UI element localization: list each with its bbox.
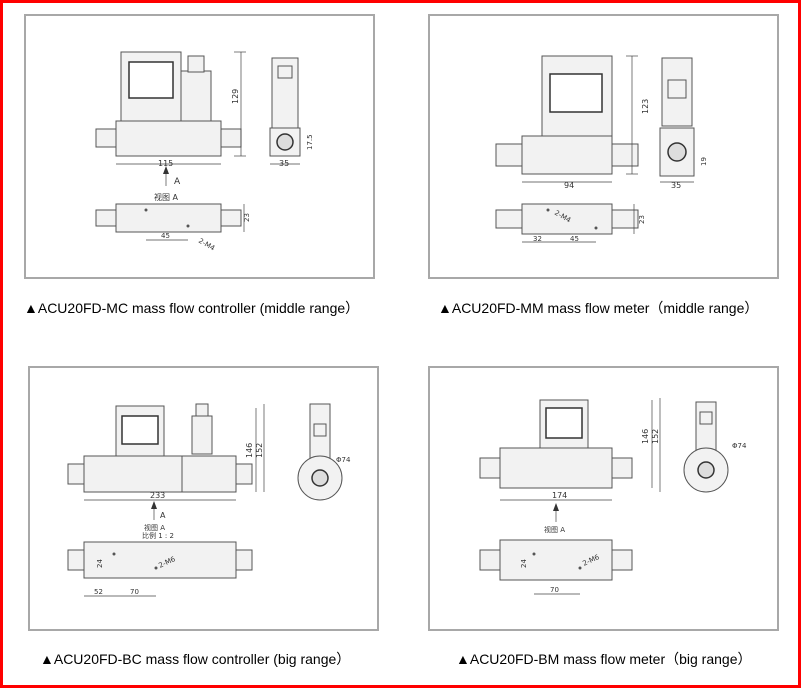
- dim-width: 115: [158, 159, 173, 168]
- side-view-top: [695, 401, 717, 455]
- display-screen: [549, 73, 603, 113]
- outlet-fitting: [611, 143, 639, 167]
- caption-mc: ▲ACU20FD-MC mass flow controller (middle…: [24, 300, 360, 316]
- side-view-port: [667, 142, 687, 162]
- dim-thread: 2-M4: [197, 237, 217, 253]
- outlet-fitting: [235, 463, 253, 485]
- view-label: 视图 A: [544, 525, 565, 534]
- outlet-fitting: [220, 128, 242, 148]
- bottom-inlet-fitting: [479, 549, 501, 571]
- valve-cap: [195, 403, 209, 417]
- caption-mm: ▲ACU20FD-MM mass flow meter（middle range…: [438, 300, 759, 316]
- dim-hole-spacing: 70: [130, 588, 139, 596]
- caption-bm: ▲ACU20FD-BM mass flow meter（big range）: [456, 651, 752, 667]
- side-view-connector: [277, 65, 293, 79]
- side-view-connector: [699, 411, 713, 425]
- view-label: 视图 A: [154, 192, 179, 202]
- dim-width: 94: [564, 181, 574, 190]
- dim-height-a: 146: [245, 443, 254, 458]
- valve-cap: [187, 55, 205, 73]
- view-mark-a: A: [160, 511, 166, 520]
- dim-hole-spacing: 70: [550, 586, 559, 594]
- main-block: [83, 455, 237, 493]
- inlet-fitting: [95, 128, 117, 148]
- dim-side-small: 17.5: [306, 134, 314, 150]
- dim-height: 129: [231, 89, 240, 104]
- main-block: [499, 447, 613, 489]
- dim-hole-spacing: 45: [570, 235, 579, 243]
- dim-diameter: Φ74: [732, 442, 747, 450]
- drawing-panel-bm: 146 152 174 视图 A Φ74 24 2-M6 70: [428, 366, 779, 631]
- dim-bottom-height: 24: [520, 559, 528, 568]
- outlet-fitting: [611, 457, 633, 479]
- view-label: 视图 A: [144, 523, 165, 532]
- dim-width: 233: [150, 491, 165, 500]
- side-view-port: [697, 461, 715, 479]
- dim-hole-offset: 32: [533, 235, 542, 243]
- drawing-panel-bc: 146 152 233 A 视图 A 比例 1 : 2 Φ74 24 2-M6 …: [28, 366, 379, 631]
- bottom-outlet-fitting: [220, 209, 242, 227]
- dim-side-small: 19: [700, 157, 708, 166]
- bottom-outlet-fitting: [611, 209, 639, 229]
- display-screen: [121, 415, 159, 445]
- dim-bottom-height: 23: [638, 215, 646, 224]
- inlet-fitting: [67, 463, 85, 485]
- dim-side-width: 35: [671, 181, 681, 190]
- main-block: [521, 135, 613, 175]
- bottom-inlet-fitting: [495, 209, 523, 229]
- dim-height: 123: [641, 99, 650, 114]
- display-screen: [128, 61, 174, 99]
- bottom-inlet-fitting: [67, 549, 85, 571]
- side-view-connector: [313, 423, 327, 437]
- inlet-fitting: [495, 143, 523, 167]
- bottom-outlet-fitting: [235, 549, 253, 571]
- inlet-fitting: [479, 457, 501, 479]
- drawing-mm: 123 94 35 19 2-M4 23 32 45: [495, 55, 708, 243]
- valve-body: [180, 70, 212, 122]
- drawing-panel-mc: 129 115 A 视图 A 35 17.5 23 45 2-M4: [24, 14, 375, 279]
- dim-width: 174: [552, 491, 567, 500]
- drawing-bc: 146 152 233 A 视图 A 比例 1 : 2 Φ74 24 2-M6 …: [67, 403, 351, 597]
- main-block: [115, 120, 222, 157]
- dim-hole-spacing: 45: [161, 232, 170, 240]
- caption-bc: ▲ACU20FD-BC mass flow controller (big ra…: [40, 651, 351, 667]
- dim-height-a: 146: [641, 429, 650, 444]
- side-view-connector: [667, 79, 687, 99]
- display-screen: [545, 407, 583, 439]
- dim-height-b: 152: [651, 429, 660, 444]
- side-view-port: [311, 469, 329, 487]
- dim-hole-offset: 52: [94, 588, 103, 596]
- drawing-panel-mm: 123 94 35 19 2-M4 23 32 45: [428, 14, 779, 279]
- drawing-bm: 146 152 174 视图 A Φ74 24 2-M6 70: [479, 398, 747, 595]
- dim-height-b: 152: [255, 443, 264, 458]
- bottom-view-block: [499, 539, 613, 581]
- view-mark-a: A: [174, 177, 181, 187]
- dim-diameter: Φ74: [336, 456, 351, 464]
- drawing-mc: 129 115 A 视图 A 35 17.5 23 45 2-M4: [95, 51, 314, 253]
- bottom-view-block: [83, 541, 237, 579]
- dim-bottom-height: 24: [96, 559, 104, 568]
- view-scale: 比例 1 : 2: [142, 531, 174, 540]
- side-view-port: [276, 133, 294, 151]
- dim-bottom-height: 23: [243, 213, 251, 222]
- bottom-inlet-fitting: [95, 209, 117, 227]
- valve-body: [191, 415, 213, 455]
- dim-side-width: 35: [279, 159, 289, 168]
- bottom-outlet-fitting: [611, 549, 633, 571]
- bottom-view-block: [115, 203, 222, 233]
